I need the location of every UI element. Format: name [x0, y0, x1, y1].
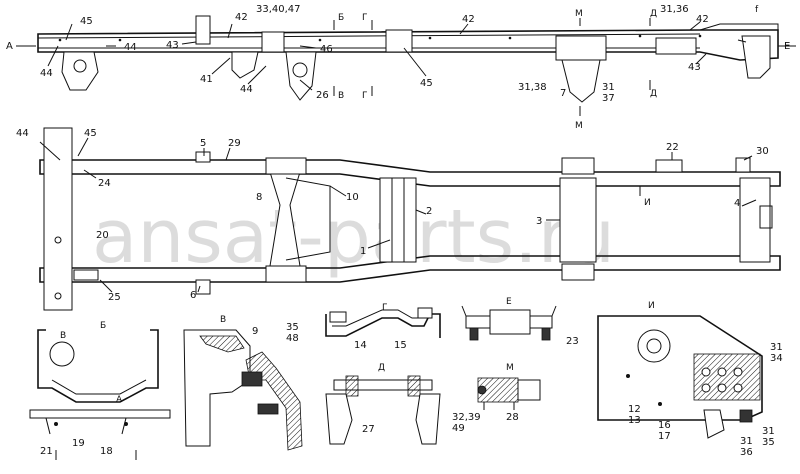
callout-25: 25 [108, 292, 121, 303]
callout-42-side-b: 42 [462, 14, 475, 25]
view-title-a: А [116, 395, 123, 405]
callout-24: 24 [98, 178, 111, 189]
callout-42-side-a: 42 [235, 12, 248, 23]
callout-5: 5 [200, 138, 206, 149]
callout-44-side-a: 44 [40, 68, 53, 79]
view-title-e: Е [506, 297, 512, 307]
callout-2: 2 [426, 206, 432, 217]
callout-44-side-b: 44 [124, 42, 137, 53]
callout-31-36: 31,36 [660, 4, 689, 15]
rear-spring-bracket [561, 59, 601, 103]
callout-19: 19 [72, 438, 85, 449]
callout-44-side-c: 44 [240, 84, 253, 95]
callout-9: 9 [252, 326, 258, 337]
view-title-v: В [220, 315, 226, 325]
section-a-right: Е [784, 41, 790, 52]
callout-30: 30 [756, 146, 769, 157]
callout-22: 22 [666, 142, 679, 153]
side-view-frame [16, 15, 796, 116]
front-bumper [43, 127, 73, 311]
callout-42-side-c: 42 [696, 14, 709, 25]
watermark-text: ansat-parts.ru [92, 194, 615, 280]
callout-43-side: 43 [166, 40, 179, 51]
view-title-i: И [648, 301, 655, 311]
section-i-arrow: И [644, 198, 651, 208]
view-b [37, 329, 159, 403]
section-d-top: Д [650, 9, 657, 19]
section-g-top: Г [362, 13, 368, 23]
section-m-top: М [575, 9, 583, 19]
view-title-g: Г [382, 303, 388, 313]
callout-28: 28 [506, 412, 519, 423]
callout-44-plan: 44 [16, 128, 29, 139]
crossmember-2 [379, 177, 417, 263]
view-g [325, 307, 441, 338]
callout-15: 15 [394, 340, 407, 351]
section-d-bottom: Д [650, 89, 657, 99]
view-title-b: Б [100, 321, 106, 331]
plan-view-frame [39, 127, 781, 311]
view-title-m: М [506, 363, 514, 373]
callout-33-40-47: 33,40,47 [256, 4, 301, 15]
callout-4: 4 [734, 198, 740, 209]
callout-41-side: 41 [200, 74, 213, 85]
section-b-bottom: В [338, 91, 344, 101]
callout-8: 8 [256, 192, 262, 203]
section-m-bottom: М [575, 121, 583, 131]
view-d [325, 375, 441, 445]
section-g-bottom: Г [362, 91, 368, 101]
section-b-top: Б [338, 13, 344, 23]
rear-front-spring-bracket [285, 51, 317, 101]
section-a-left: А [6, 41, 13, 52]
callout-43-side-b: 43 [688, 62, 701, 73]
callout-29: 29 [228, 138, 241, 149]
view-title-d: Д [378, 363, 385, 373]
callout-45-side-b: 45 [420, 78, 433, 89]
callout-27: 27 [362, 424, 375, 435]
callout-46: 46 [320, 44, 333, 55]
view-e [461, 305, 557, 341]
callout-45-plan: 45 [84, 128, 97, 139]
callout-21: 21 [40, 446, 53, 457]
view-a-plate [29, 409, 171, 460]
callout-3: 3 [536, 216, 542, 227]
front-spring-bracket [61, 51, 99, 91]
callout-10: 10 [346, 192, 359, 203]
crossmember-3 [559, 177, 597, 263]
callout-31-38: 31,38 [518, 82, 547, 93]
crossmember-4 [739, 177, 771, 263]
callout-45-side: 45 [80, 16, 93, 27]
section-lines [16, 18, 796, 116]
view-m [477, 377, 541, 410]
callout-1: 1 [360, 246, 366, 257]
view-title-v-ring: В [60, 331, 66, 341]
callout-26: 26 [316, 90, 329, 101]
view-v [183, 329, 303, 451]
callout-23: 23 [566, 336, 579, 347]
callout-6: 6 [190, 290, 196, 301]
callout-18: 18 [100, 446, 113, 457]
callout-20: 20 [96, 230, 109, 241]
corner-mark: f [755, 5, 759, 15]
callout-7: 7 [560, 88, 566, 99]
view-i [597, 315, 763, 439]
callout-14: 14 [354, 340, 367, 351]
